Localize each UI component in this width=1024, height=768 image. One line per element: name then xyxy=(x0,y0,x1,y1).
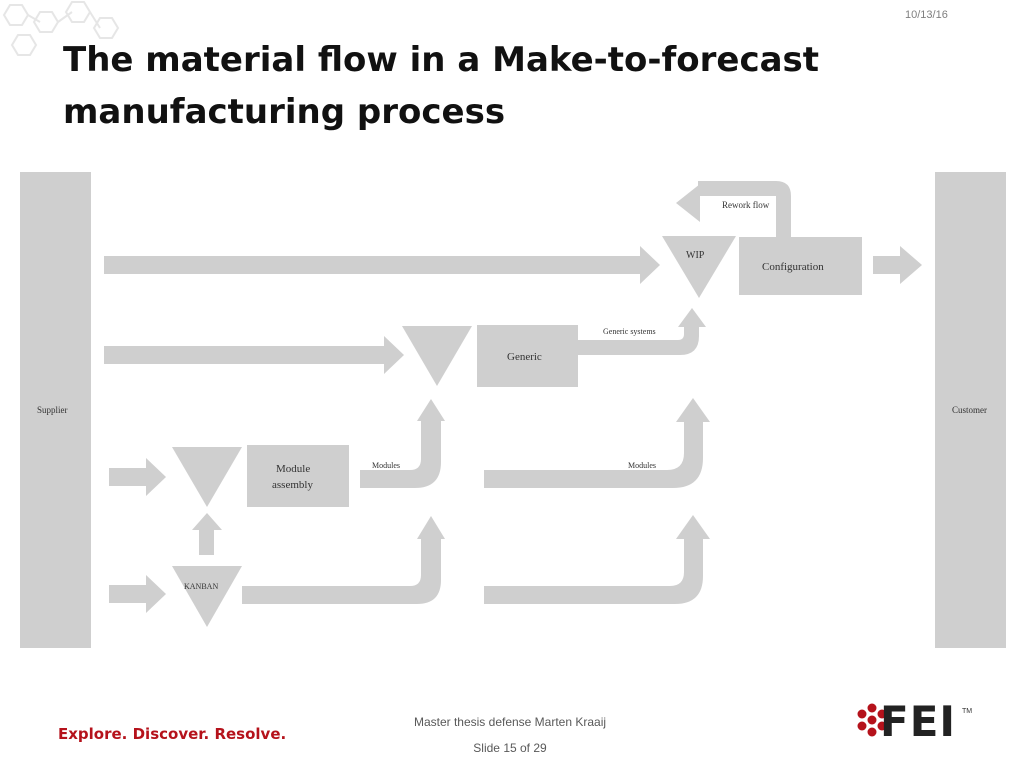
supplier-label: Supplier xyxy=(37,405,68,415)
slide-date: 10/13/16 xyxy=(905,9,948,21)
configuration-box xyxy=(739,237,862,295)
kanban-arrow-left xyxy=(242,537,441,604)
customer-bar xyxy=(935,172,1006,648)
trademark-mark: TM xyxy=(962,708,973,715)
configuration-label: Configuration xyxy=(762,261,824,273)
flow-arrow-row1 xyxy=(104,256,644,274)
slide-number: Slide 15 of 29 xyxy=(473,741,547,755)
fei-logo-icon xyxy=(857,703,887,737)
presenter-footer: Master thesis defense Marten Kraaij xyxy=(413,715,607,729)
generic-label: Generic xyxy=(507,351,542,363)
customer-label: Customer xyxy=(952,405,987,415)
module-label-line1: Module xyxy=(276,463,310,475)
rework-flow-label: Rework flow xyxy=(722,200,770,210)
modules-arrow-left xyxy=(360,419,441,488)
modules-arrow-right xyxy=(484,421,703,488)
rework-flow-arrow xyxy=(698,181,791,237)
wip-label: WIP xyxy=(686,250,705,261)
wip-triangle xyxy=(662,236,736,298)
kanban-arrow-right xyxy=(484,537,703,604)
module-triangle xyxy=(172,447,242,507)
kanban-triangle xyxy=(172,566,242,627)
generic-box xyxy=(477,325,578,387)
flow-arrow-row2 xyxy=(104,346,389,364)
slide-title-line-2: manufacturing process xyxy=(63,92,506,132)
fei-logo-text: FEI xyxy=(880,697,957,746)
module-assembly-box xyxy=(247,445,349,507)
hexagon-pattern xyxy=(2,0,120,56)
modules-label-right: Modules xyxy=(628,461,656,470)
company-tagline: Explore. Discover. Resolve. xyxy=(58,725,287,743)
modules-label-left: Modules xyxy=(372,461,400,470)
kanban-label: KANBAN xyxy=(184,582,218,591)
slide-title-line-1: The material flow in a Make-to-forecast xyxy=(63,40,820,80)
generic-triangle xyxy=(402,326,472,386)
slide-title: The material flow in a Make-to-forecast … xyxy=(63,34,863,138)
module-label-line2: assembly xyxy=(272,479,313,491)
generic-systems-arrow xyxy=(578,325,699,355)
supplier-bar xyxy=(20,172,91,648)
generic-systems-label: Generic systems xyxy=(603,327,656,336)
